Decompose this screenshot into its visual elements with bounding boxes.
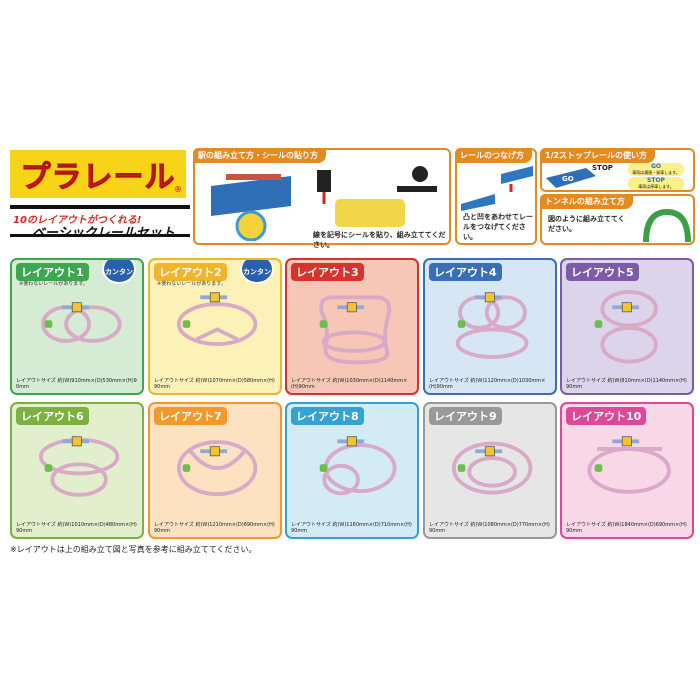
layout-size: レイアウトサイズ 約(W)1070mm×(D)580mm×(H)90mm bbox=[154, 378, 275, 390]
tunnel-assembly-panel: トンネルの組み立て方 図のように組み立ててください。 bbox=[540, 194, 695, 245]
tunnel-icon bbox=[594, 464, 603, 472]
station-icon bbox=[621, 436, 632, 447]
track-diagram bbox=[594, 290, 658, 364]
panel-title: 駅の組み立て方・シールの貼り方 bbox=[193, 148, 326, 163]
easy-badge: カンタン bbox=[102, 260, 136, 284]
go-label: GO bbox=[562, 175, 574, 183]
layout-size: レイアウトサイズ 約(W)1010mm×(D)480mm×(H)90mm bbox=[16, 522, 137, 534]
easy-badge: カンタン bbox=[240, 260, 274, 284]
layout-card-2: レイアウト2※使わないレールがあります。 カンタンレイアウトサイズ 約(W)107… bbox=[148, 258, 282, 395]
layout-title: レイアウト1 bbox=[16, 263, 89, 281]
layout-title: レイアウト8 bbox=[291, 407, 364, 425]
layout-size: レイアウトサイズ 約(W)1080mm×(D)770mm×(H)90mm bbox=[429, 522, 550, 534]
station-icon bbox=[484, 292, 495, 303]
track-diagram bbox=[455, 292, 529, 359]
station-icon bbox=[209, 446, 220, 457]
track-diagram bbox=[41, 302, 122, 343]
rail-connect-panel: レールのつなげ方 凸と凹をあわせてレールをつなげてください。 bbox=[455, 148, 537, 245]
track-diagram bbox=[176, 292, 258, 346]
tunnel-icon bbox=[319, 320, 328, 328]
layout-title: レイアウト7 bbox=[154, 407, 227, 425]
rail-illustration bbox=[461, 166, 533, 211]
tunnel-icon bbox=[594, 320, 603, 328]
station-icon bbox=[209, 292, 220, 303]
layout-card-3: レイアウト3 レイアウトサイズ 約(W)1030mm×(D)1140mm×(H)9… bbox=[285, 258, 419, 395]
layout-size: レイアウトサイズ 約(W)1840mm×(D)690mm×(H)90mm bbox=[566, 522, 687, 534]
track-loop bbox=[176, 302, 258, 346]
station-icon bbox=[346, 436, 357, 447]
panel-title: トンネルの組み立て方 bbox=[540, 194, 633, 209]
track-loop bbox=[451, 441, 533, 495]
station-assembly-panel: 駅の組み立て方・シールの貼り方 線を記号にシールを貼り、組み立ててください。 bbox=[193, 148, 451, 249]
subtitle-line2: ベーシックレールセット bbox=[32, 226, 175, 241]
station-icon bbox=[621, 302, 632, 313]
layout-card-5: レイアウト5 レイアウトサイズ 約(W)810mm×(D)1140mm×(H)90… bbox=[560, 258, 694, 395]
layout-card-9: レイアウト9 レイアウトサイズ 約(W)1080mm×(D)770mm×(H)90… bbox=[423, 402, 557, 539]
tunnel-icon bbox=[182, 320, 191, 328]
stop-label: STOP bbox=[592, 164, 613, 172]
tunnel-icon bbox=[44, 320, 53, 328]
station-icon bbox=[71, 302, 82, 313]
panel-title: レールのつなげ方 bbox=[455, 148, 532, 163]
layout-size: レイアウトサイズ 約(W)1160mm×(D)710mm×(H)90mm bbox=[291, 522, 412, 534]
layout-title: レイアウト5 bbox=[566, 263, 639, 281]
layout-size: レイアウトサイズ 約(W)910mm×(D)530mm×(H)90mm bbox=[16, 378, 137, 390]
layout-card-4: レイアウト4 レイアウトサイズ 約(W)1120mm×(D)1030mm×(H)9… bbox=[423, 258, 557, 395]
track-loop bbox=[176, 440, 258, 497]
track-diagram bbox=[176, 440, 258, 497]
track-loop bbox=[455, 295, 529, 359]
layout-note: ※使わないレールがあります。 bbox=[19, 281, 88, 287]
tunnel-icon bbox=[44, 464, 53, 472]
station-icon bbox=[484, 446, 495, 457]
layout-title: レイアウト4 bbox=[429, 263, 502, 281]
layout-title: レイアウト10 bbox=[566, 407, 647, 425]
tunnel-icon bbox=[457, 464, 466, 472]
signal-illustration bbox=[317, 166, 437, 227]
station-icon bbox=[346, 302, 357, 313]
layout-size: レイアウトサイズ 約(W)1030mm×(D)1140mm×(H)90mm bbox=[291, 378, 408, 390]
product-subtitle: 10のレイアウトがつくれる! ベーシックレールセット bbox=[10, 205, 190, 237]
panel-caption: 線を記号にシールを貼り、組み立ててください。 bbox=[313, 231, 446, 249]
layout-title: レイアウト2 bbox=[154, 263, 227, 281]
layout-card-6: レイアウト6 レイアウトサイズ 約(W)1010mm×(D)480mm×(H)90… bbox=[10, 402, 144, 539]
footnote: ※レイアウトは上の組み立て図と写真を参考に組み立ててください。 bbox=[10, 545, 257, 554]
layout-note: ※使わないレールがあります。 bbox=[157, 281, 226, 287]
track-diagram bbox=[319, 295, 392, 365]
layout-card-1: レイアウト1※使わないレールがあります。 カンタンレイアウトサイズ 約(W)910… bbox=[10, 258, 144, 395]
track-loop bbox=[319, 295, 392, 365]
panel-caption: 図のように組み立ててください。 bbox=[548, 215, 625, 233]
track-loop bbox=[41, 305, 122, 343]
track-diagram bbox=[587, 436, 671, 494]
station-icon bbox=[71, 436, 82, 447]
track-diagram bbox=[451, 441, 533, 495]
layout-card-8: レイアウト8 レイアウトサイズ 約(W)1160mm×(D)710mm×(H)90… bbox=[285, 402, 419, 539]
track-loop bbox=[322, 443, 397, 496]
tunnel-icon bbox=[319, 464, 328, 472]
stop-rail-illustration bbox=[546, 168, 596, 188]
panel-caption: 凸と凹をあわせてレールをつなげてください。 bbox=[463, 213, 533, 241]
brand-logo: プラレール® bbox=[10, 150, 186, 198]
tunnel-icon bbox=[182, 464, 191, 472]
station-illustration bbox=[211, 174, 291, 241]
panel-title: 1/2ストップレールの使い方 bbox=[540, 148, 656, 163]
layout-title: レイアウト3 bbox=[291, 263, 364, 281]
layout-title: レイアウト9 bbox=[429, 407, 502, 425]
layout-size: レイアウトサイズ 約(W)1120mm×(D)1030mm×(H)90mm bbox=[429, 378, 546, 390]
layout-card-7: レイアウト7 レイアウトサイズ 約(W)1210mm×(D)690mm×(H)90… bbox=[148, 402, 282, 539]
layout-card-10: レイアウト10 レイアウトサイズ 約(W)1840mm×(D)690mm×(H)9… bbox=[560, 402, 694, 539]
track-diagram bbox=[319, 436, 397, 496]
track-diagram bbox=[38, 436, 120, 497]
track-loop bbox=[600, 290, 658, 364]
layout-size: レイアウトサイズ 約(W)810mm×(D)1140mm×(H)90mm bbox=[566, 378, 687, 390]
subtitle-line1: 10のレイアウトがつくれる! bbox=[13, 215, 142, 226]
layout-title: レイアウト6 bbox=[16, 407, 89, 425]
layout-size: レイアウトサイズ 約(W)1210mm×(D)690mm×(H)90mm bbox=[154, 522, 275, 534]
tunnel-illustration bbox=[643, 208, 691, 243]
tunnel-icon bbox=[457, 320, 466, 328]
track-loop bbox=[587, 447, 671, 494]
